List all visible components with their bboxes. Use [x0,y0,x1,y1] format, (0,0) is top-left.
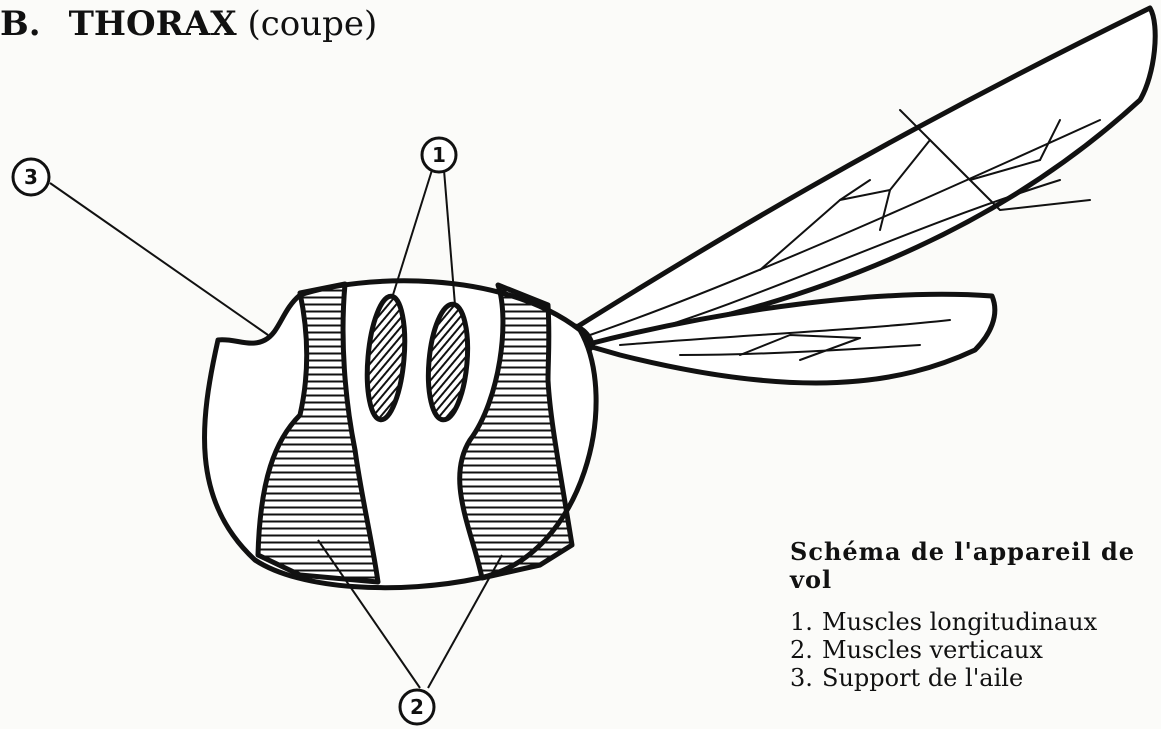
legend-item: 2.Muscles verticaux [790,636,1135,664]
marker-2: 2 [400,690,434,724]
legend-item-label: Muscles verticaux [822,636,1043,664]
marker-2-label: 2 [410,695,424,719]
legend: Schéma de l'appareil de vol 1.Muscles lo… [790,538,1135,692]
marker-3-label: 3 [24,165,38,189]
legend-heading: Schéma de l'appareil de vol [790,538,1135,594]
marker-1-label: 1 [432,143,446,167]
legend-item-number: 1. [790,608,822,636]
forewing [572,8,1155,345]
legend-list: 1.Muscles longitudinaux 2.Muscles vertic… [790,608,1135,692]
legend-item-number: 2. [790,636,822,664]
marker-3: 3 [13,159,49,195]
legend-heading-line2: vol [790,566,1135,594]
legend-item-label: Support de l'aile [822,664,1023,692]
legend-item-number: 3. [790,664,822,692]
legend-heading-line1: Schéma de l'appareil de [790,538,1135,566]
marker-1: 1 [422,138,456,172]
legend-item: 1.Muscles longitudinaux [790,608,1135,636]
legend-item: 3.Support de l'aile [790,664,1135,692]
legend-item-label: Muscles longitudinaux [822,608,1097,636]
